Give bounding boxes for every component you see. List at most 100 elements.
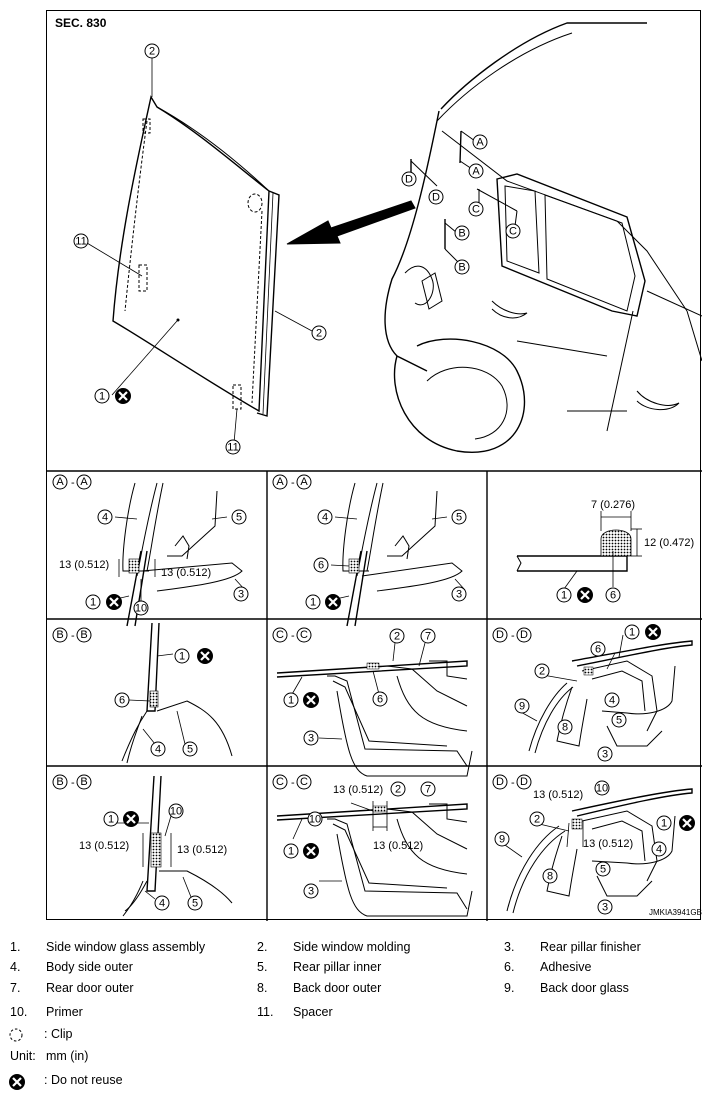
image-code: JMKIA3941GB	[649, 908, 702, 917]
callout-4: 4	[97, 509, 113, 525]
svg-text:4: 4	[155, 744, 161, 756]
view-title-aa-2: A - A	[272, 474, 312, 490]
svg-text:11: 11	[227, 442, 238, 454]
view-cc-2	[276, 801, 473, 917]
svg-text:B: B	[458, 262, 465, 274]
svg-text:-: -	[511, 630, 515, 642]
svg-text:1: 1	[108, 814, 114, 826]
svg-text:3: 3	[238, 589, 244, 601]
svg-text:B: B	[56, 776, 63, 788]
diagram-canvas: SEC. 830	[47, 16, 702, 921]
do-not-reuse-icon	[195, 646, 215, 666]
svg-text:1: 1	[288, 695, 294, 707]
callout-1: 1	[94, 388, 110, 404]
view-title-dd-1: D - D	[492, 627, 532, 643]
section-marker-c: C	[468, 201, 484, 217]
svg-text:D: D	[520, 776, 528, 788]
svg-text:1: 1	[288, 846, 294, 858]
view-title-aa-1: A - A	[52, 474, 92, 490]
svg-text:A: A	[80, 476, 88, 488]
callout-4: 4	[317, 509, 333, 525]
callout-11: 11	[73, 233, 89, 249]
dim-13-bb-left: 13 (0.512)	[79, 840, 129, 852]
svg-text:C: C	[300, 776, 308, 788]
callout-5: 5	[611, 712, 627, 728]
svg-text:B: B	[56, 629, 63, 641]
dim-7: 7 (0.276)	[591, 499, 635, 511]
svg-text:11: 11	[75, 236, 86, 248]
do-not-reuse-icon	[677, 813, 697, 833]
svg-text:10: 10	[170, 806, 182, 818]
callout-10: 10	[307, 811, 323, 827]
svg-text:3: 3	[308, 886, 314, 898]
callout-6: 6	[372, 691, 388, 707]
svg-text:10: 10	[309, 814, 321, 826]
view-dd-1	[518, 634, 693, 754]
dim-13-dd-top: 13 (0.512)	[533, 789, 583, 801]
svg-text:6: 6	[610, 590, 616, 602]
svg-text:2: 2	[316, 328, 322, 340]
svg-text:6: 6	[119, 695, 125, 707]
view-bb-2	[113, 775, 233, 917]
svg-text:A: A	[472, 166, 480, 178]
svg-text:1: 1	[310, 597, 316, 609]
dim-12: 12 (0.472)	[644, 537, 694, 549]
do-not-reuse-icon	[113, 386, 133, 406]
callout-1: 1	[305, 594, 321, 610]
svg-text:3: 3	[308, 733, 314, 745]
svg-text:A: A	[276, 476, 284, 488]
callout-1: 1	[656, 815, 672, 831]
svg-text:B: B	[458, 228, 465, 240]
section-grid	[47, 470, 702, 921]
callout-1: 1	[283, 843, 299, 859]
callout-10: 10	[168, 803, 184, 819]
view-cc-1	[276, 642, 473, 777]
do-not-reuse-icon	[121, 809, 141, 829]
callout-2: 2	[389, 628, 405, 644]
svg-text:C: C	[509, 226, 517, 238]
callout-7: 7	[420, 781, 436, 797]
section-marker-d: D	[401, 171, 417, 187]
callout-6: 6	[605, 587, 621, 603]
callout-9: 9	[514, 698, 530, 714]
view-title-bb-2: B - B	[52, 774, 92, 790]
callout-2: 2	[144, 43, 160, 59]
do-not-reuse-icon	[323, 592, 343, 612]
callout-2: 2	[311, 325, 327, 341]
dim-13-dd-bottom: 13 (0.512)	[583, 838, 633, 850]
callout-10: 10	[133, 600, 149, 616]
svg-text:-: -	[291, 777, 295, 789]
svg-text:5: 5	[616, 715, 622, 727]
callout-2: 2	[534, 663, 550, 679]
callout-3: 3	[303, 883, 319, 899]
svg-text:5: 5	[192, 898, 198, 910]
view-title-cc-2: C - C	[272, 774, 312, 790]
view-adhesive-detail	[516, 511, 642, 590]
callout-7: 7	[420, 628, 436, 644]
callout-10: 10	[594, 780, 610, 796]
svg-text:8: 8	[562, 722, 568, 734]
view-bb-1	[121, 622, 233, 764]
svg-text:B: B	[80, 629, 87, 641]
callout-5: 5	[451, 509, 467, 525]
view-dd-2	[504, 788, 693, 914]
do-not-reuse-icon	[643, 622, 663, 642]
svg-text:A: A	[300, 476, 308, 488]
callout-8: 8	[557, 719, 573, 735]
svg-text:C: C	[300, 629, 308, 641]
section-marker-c: C	[505, 223, 521, 239]
vehicle-view	[384, 22, 702, 453]
svg-text:1: 1	[661, 818, 667, 830]
svg-text:C: C	[276, 776, 284, 788]
do-not-reuse-icon	[301, 841, 321, 861]
svg-text:4: 4	[159, 898, 165, 910]
callout-5: 5	[595, 861, 611, 877]
callout-4: 4	[604, 692, 620, 708]
svg-text:C: C	[276, 629, 284, 641]
svg-text:4: 4	[102, 512, 108, 524]
svg-text:1: 1	[179, 651, 185, 663]
callout-4: 4	[154, 895, 170, 911]
view-title-cc-1: C - C	[272, 627, 312, 643]
